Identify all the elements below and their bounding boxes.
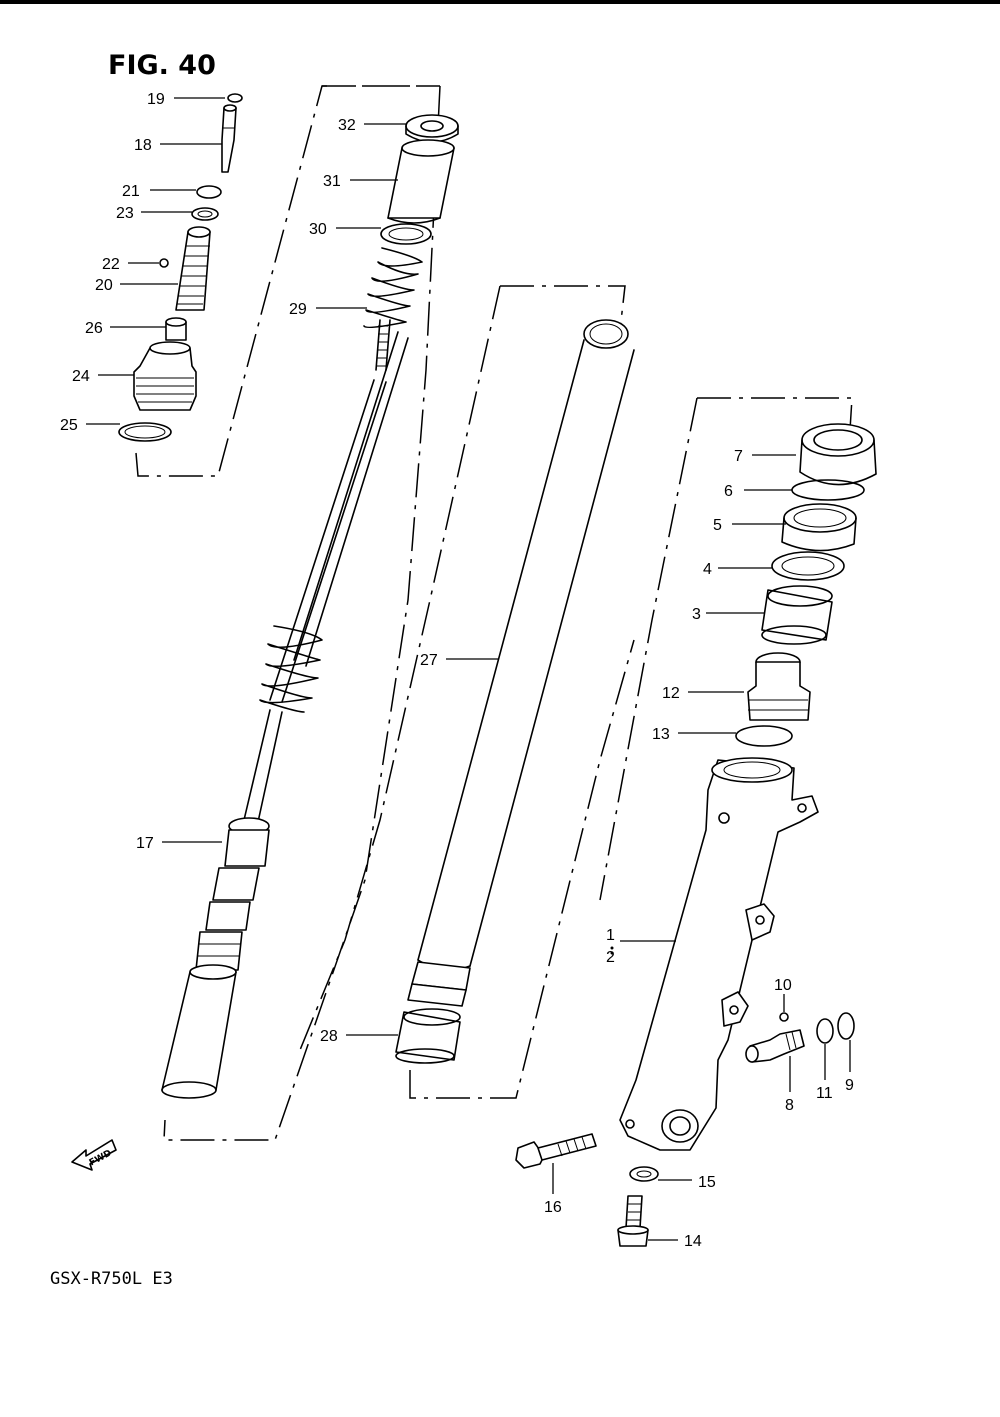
callout-18: 18: [134, 137, 152, 154]
part-12-oil-lock-piece: [747, 652, 811, 721]
callout-29: 29: [289, 301, 307, 318]
callout-23: 23: [116, 205, 134, 222]
callout-15: 15: [698, 1174, 716, 1191]
dot-separator: [610, 951, 614, 955]
fwd-arrow-icon: FWD: [71, 1139, 117, 1171]
callout-20: 20: [95, 277, 113, 294]
callout-11: 11: [816, 1085, 833, 1102]
callout-31: 31: [323, 173, 341, 190]
part-20-threaded-adjuster: [175, 226, 211, 311]
callout-9: 9: [845, 1077, 854, 1094]
part-27-inner-tube: [407, 319, 635, 1007]
part-4-washer: [771, 551, 845, 581]
callout-14: 14: [684, 1233, 702, 1250]
part-7-dust-seal: [799, 423, 877, 486]
part-28-guide-bushing: [395, 1008, 461, 1064]
part-9-o-ring: [837, 1012, 855, 1040]
callout-27: 27: [420, 652, 438, 669]
callout-5: 5: [713, 517, 722, 534]
part-13-o-ring: [735, 725, 793, 747]
part-10-ball: [779, 1012, 789, 1022]
callout-32: 32: [338, 117, 356, 134]
part-22-ball: [159, 258, 169, 268]
part-19-o-ring: [227, 93, 243, 103]
callout-19: 19: [147, 91, 165, 108]
callout-25: 25: [60, 417, 78, 434]
group-boundary-inner-tube-left: [299, 285, 501, 1051]
model-label: GSX-R750L E3: [50, 1269, 173, 1289]
part-32-spring-seat: [405, 114, 459, 143]
part-18-adjuster-rod: [221, 104, 237, 173]
part-3-guide-bushing: [761, 585, 833, 645]
part-23-washer: [191, 207, 219, 221]
part-26-collar: [165, 317, 187, 341]
part-29-fork-spring: [259, 247, 423, 713]
group-boundary-inner-tube-right: [409, 639, 635, 1099]
callout-24: 24: [72, 368, 90, 385]
callout-28: 28: [320, 1028, 338, 1045]
part-17-damper-rod: [161, 709, 283, 1099]
callout-8: 8: [785, 1097, 794, 1114]
callout-16: 16: [544, 1199, 562, 1216]
part-16-bolt: [515, 1133, 597, 1169]
callout-26: 26: [85, 320, 103, 337]
part-21-o-ring: [196, 185, 222, 199]
callout-10: 10: [774, 977, 792, 994]
part-8-screw: [745, 1029, 805, 1063]
part-5-oil-seal: [781, 503, 857, 552]
callout-17: 17: [136, 835, 154, 852]
leader-lines: [86, 97, 851, 1241]
callout-21: 21: [122, 183, 140, 200]
group-boundary-outer-top: [697, 397, 853, 431]
part-15-washer: [629, 1166, 659, 1182]
group-boundary-damper: [163, 85, 441, 1141]
part-1-2-outer-tube: [619, 757, 819, 1151]
group-boundary-inner-tube-top: [500, 285, 626, 331]
callout-7: 7: [734, 448, 743, 465]
part-24-fork-cap: [133, 341, 197, 411]
callout-6: 6: [724, 483, 733, 500]
callout-2: 2: [606, 949, 615, 966]
callout-labels: 19 18 21 23 22 20 26 24 25 32 31 30 29 1…: [60, 91, 854, 1250]
callout-13: 13: [652, 726, 670, 743]
dot-separator: [610, 946, 614, 950]
callout-12: 12: [662, 685, 680, 702]
part-11-washer: [816, 1018, 834, 1044]
figure-title: FIG. 40: [108, 50, 216, 81]
callout-1: 1: [606, 927, 615, 944]
callout-4: 4: [703, 561, 712, 578]
part-30-washer: [380, 223, 432, 245]
callout-3: 3: [692, 606, 701, 623]
group-boundary-outer-left: [599, 397, 698, 901]
callout-30: 30: [309, 221, 327, 238]
part-31-spacer: [387, 139, 455, 224]
callout-22: 22: [102, 256, 120, 273]
part-14-bolt: [617, 1195, 649, 1247]
